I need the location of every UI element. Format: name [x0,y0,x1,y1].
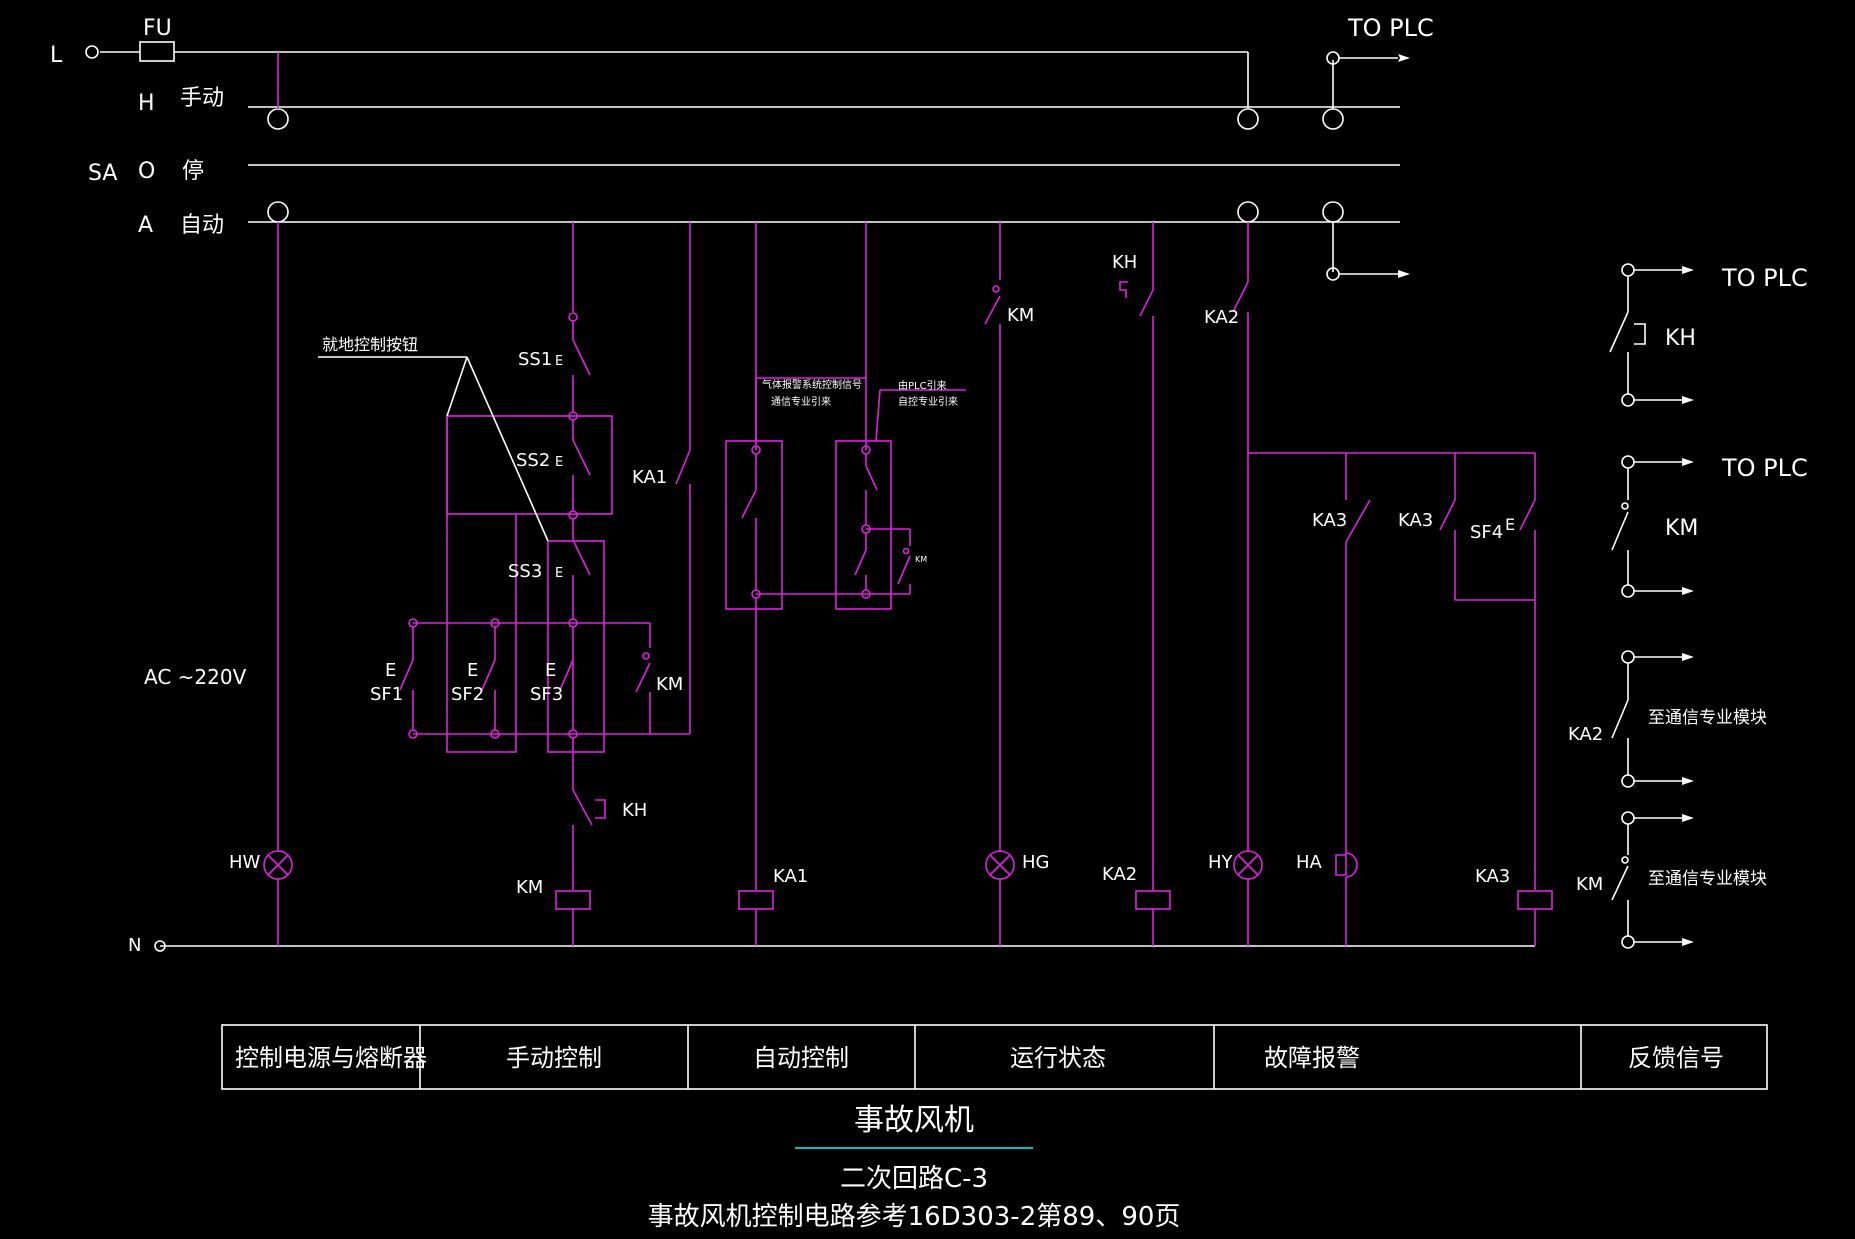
label-km-run: KM [1007,305,1034,326]
label-FU: FU [143,16,172,41]
label-e-sf1: E [385,660,396,681]
label-sf4: SF4 [1470,522,1503,543]
label-ka3-b: KA3 [1398,510,1433,531]
label-L: L [50,43,63,68]
table-cell-feedback: 反馈信号 [1628,1044,1724,1072]
label-local-button: 就地控制按钮 [322,335,418,354]
label-comm2: 至通信专业模块 [1648,869,1767,889]
label-km-coil: KM [516,877,543,898]
title-sub: 二次回路C-3 [840,1164,988,1194]
table-cell-manual: 手动控制 [506,1044,602,1072]
label-fb-ka2: KA2 [1568,724,1603,745]
white-labels: L FU H 手动 SA O 停 A 自动 N AC ~220V TO PLC … [50,14,1808,956]
label-kh-overload: KH [622,800,647,821]
label-plc-l1: 由PLC引来 [898,379,947,392]
label-e-ss2: E [555,455,563,470]
label-hw: HW [229,852,261,873]
table-cell-fault: 故障报警 [1264,1044,1360,1072]
title-ref: 事故风机控制电路参考16D303-2第89、90页 [648,1202,1181,1232]
label-km-hold: KM [656,674,683,695]
label-fb-km2: KM [1576,874,1603,895]
label-plc-l2: 自控专业引来 [898,395,958,408]
label-fb-km: KM [1665,516,1698,541]
label-comm1: 至通信专业模块 [1648,708,1767,728]
label-auto: 自动 [180,213,224,238]
label-sf1: SF1 [370,684,403,705]
label-supply: AC ~220V [144,665,247,689]
label-N: N [128,935,141,956]
label-km-small: KM [915,555,927,564]
fuse-symbol [139,41,175,62]
label-SA: SA [88,161,117,186]
feedback-signals [1609,263,1694,949]
label-ka1-coil: KA1 [773,866,808,887]
function-table: 控制电源与熔断器 手动控制 自动控制 运行状态 故障报警 反馈信号 [221,1024,1768,1090]
label-gas-l2: 通信专业引来 [771,395,831,408]
terminal-N [154,940,166,952]
title-main: 事故风机 [854,1103,974,1138]
label-ss3: SS3 [508,561,542,582]
label-ka2-contact: KA2 [1204,307,1239,328]
label-ka2-coil: KA2 [1102,864,1137,885]
label-H: H [138,91,155,116]
circuits [263,52,1553,946]
label-sf2: SF2 [451,684,484,705]
label-gas-l1: 气体报警系统控制信号 [762,378,862,391]
table-cell-auto: 自动控制 [753,1044,849,1072]
label-hy: HY [1208,852,1234,873]
label-e-ss1: E [555,354,563,369]
label-A: A [138,213,153,238]
title-block: 事故风机 二次回路C-3 事故风机控制电路参考16D303-2第89、90页 [648,1103,1181,1232]
label-ss1: SS1 [518,349,552,370]
power-buses [85,41,1535,952]
table-cell-power: 控制电源与熔断器 [235,1044,427,1072]
label-ha: HA [1296,852,1323,873]
label-ka3-a: KA3 [1312,510,1347,531]
label-manual: 手动 [180,86,224,111]
label-kh-fault: KH [1112,252,1137,273]
label-e-sf2: E [467,660,478,681]
label-sf3: SF3 [530,684,563,705]
label-hg: HG [1022,852,1049,873]
label-e-sf3: E [545,660,556,681]
label-ka1-contact: KA1 [632,467,667,488]
terminal-L [85,45,99,59]
label-e-sf4: E [1505,515,1515,534]
label-ss2: SS2 [516,450,550,471]
label-to-plc-right2: TO PLC [1721,454,1808,482]
label-stop: 停 [182,159,204,184]
label-to-plc-right1: TO PLC [1721,264,1808,292]
label-fb-kh: KH [1665,326,1696,351]
label-to-plc-top: TO PLC [1347,14,1434,42]
table-cell-run-status: 运行状态 [1010,1044,1106,1072]
label-e-ss3: E [555,566,563,581]
label-O: O [138,159,155,184]
label-ka3-coil: KA3 [1475,866,1510,887]
